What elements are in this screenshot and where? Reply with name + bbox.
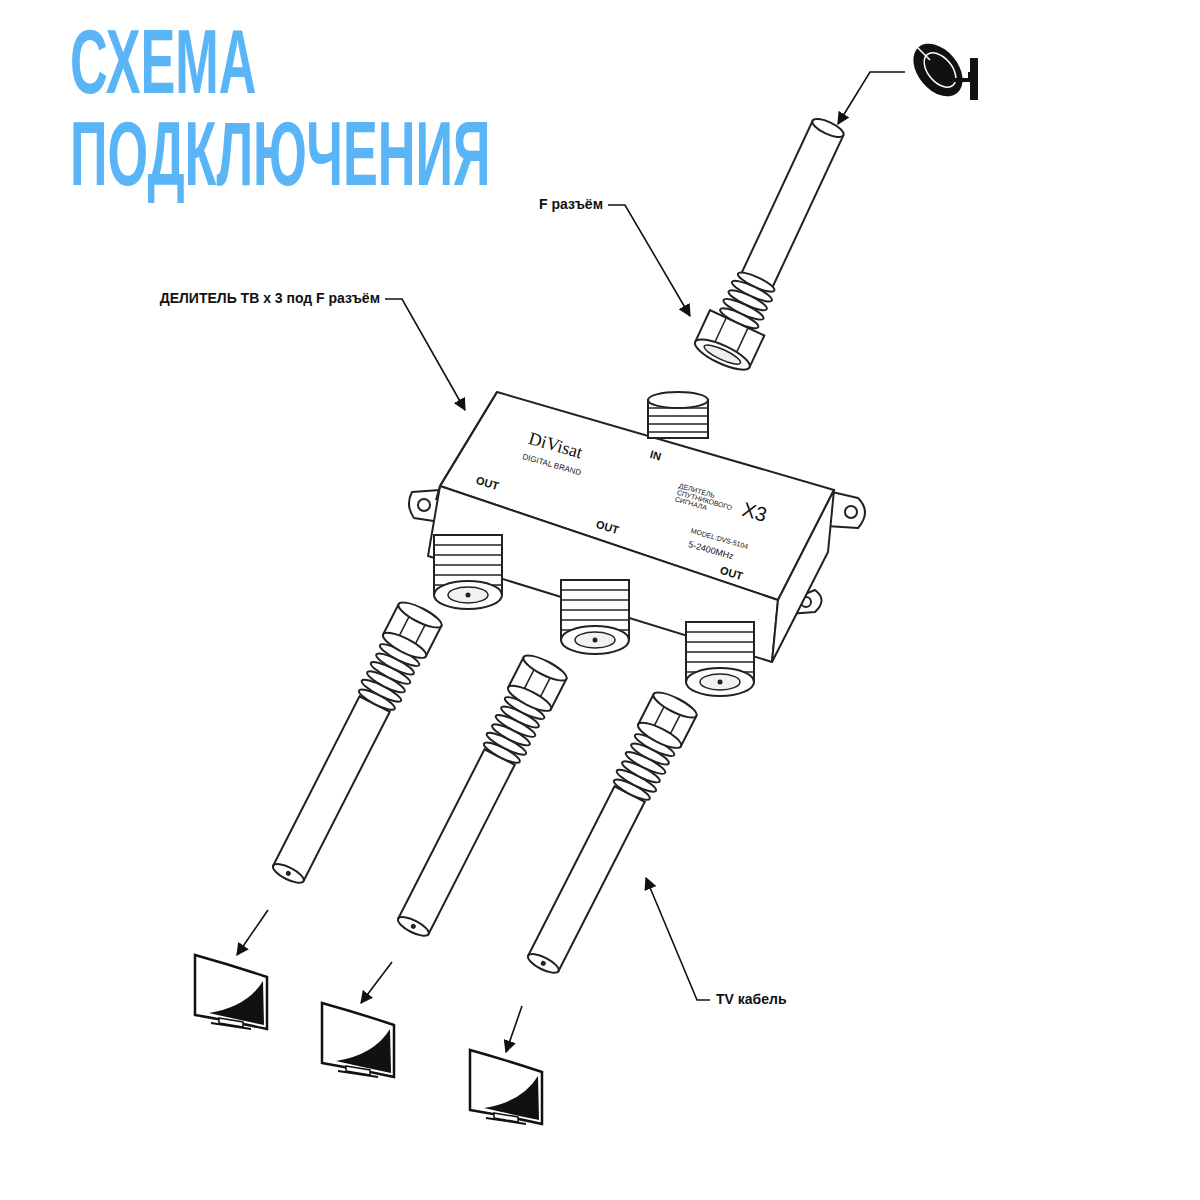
page-title: СХЕМА ПОДКЛЮЧЕНИЯ [70, 16, 569, 200]
splitter-body [409, 392, 865, 662]
callout-label: ДЕЛИТЕЛЬ ТВ х 3 под F разъём [160, 290, 380, 306]
in-connector [648, 392, 708, 438]
leader-lines [237, 72, 905, 1052]
tv-icons [195, 955, 542, 1124]
port-label: IN [649, 448, 663, 463]
device-description: ДЕЛИТЕЛЬ СПУТНИКОВОГО СИГНАЛА [674, 482, 736, 518]
out-connectors [434, 535, 754, 696]
callout-label: TV кабель [716, 991, 787, 1007]
port-label: OUT [475, 474, 501, 493]
port-label: OUT [595, 518, 621, 537]
input-cable [691, 110, 857, 376]
port-label: OUT [719, 564, 745, 583]
device-model-mark: X3 [740, 498, 770, 527]
callout-label: F разъём [539, 196, 603, 212]
output-cables [264, 598, 699, 980]
satellite-dish [903, 34, 978, 106]
